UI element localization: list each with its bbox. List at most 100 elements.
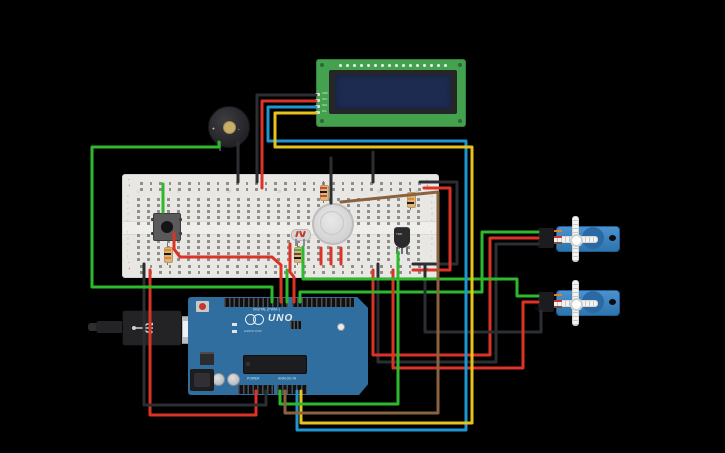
- breadboard-hole[interactable]: [417, 234, 420, 237]
- breadboard-hole[interactable]: [357, 246, 360, 249]
- breadboard-hole[interactable]: [207, 271, 210, 274]
- breadboard-hole[interactable]: [227, 252, 230, 255]
- breadboard-hole[interactable]: [332, 182, 335, 185]
- digital-header-right[interactable]: [292, 298, 354, 307]
- breadboard-hole[interactable]: [367, 216, 370, 219]
- breadboard-hole[interactable]: [303, 188, 306, 191]
- breadboard-hole[interactable]: [277, 234, 280, 237]
- breadboard-hole[interactable]: [418, 265, 421, 268]
- breadboard-hole[interactable]: [377, 210, 380, 213]
- breadboard-hole[interactable]: [277, 198, 280, 201]
- breadboard-hole[interactable]: [167, 198, 170, 201]
- breadboard-hole[interactable]: [207, 210, 210, 213]
- breadboard-hole[interactable]: [177, 252, 180, 255]
- breadboard-hole[interactable]: [247, 258, 250, 261]
- breadboard-hole[interactable]: [264, 188, 268, 191]
- reset-button-cap[interactable]: [199, 303, 206, 310]
- lcd-pin-scl[interactable]: [315, 111, 320, 114]
- breadboard-hole[interactable]: [387, 222, 390, 225]
- lcd-pin-gnd[interactable]: [315, 93, 320, 96]
- breadboard-hole[interactable]: [237, 234, 240, 237]
- breadboard-hole[interactable]: [367, 210, 370, 213]
- breadboard-hole[interactable]: [177, 204, 180, 207]
- breadboard-hole[interactable]: [387, 240, 390, 243]
- breadboard-hole[interactable]: [264, 265, 268, 268]
- breadboard-hole[interactable]: [357, 222, 360, 225]
- breadboard-hole[interactable]: [399, 271, 402, 274]
- breadboard-hole[interactable]: [147, 222, 150, 225]
- servo-motor-1[interactable]: [535, 216, 620, 262]
- breadboard-hole[interactable]: [207, 234, 210, 237]
- breadboard-hole[interactable]: [274, 265, 277, 268]
- breadboard-hole[interactable]: [140, 271, 143, 274]
- breadboard-hole[interactable]: [284, 265, 287, 268]
- lcd-header-pin[interactable]: [409, 64, 412, 67]
- breadboard-hole[interactable]: [137, 252, 140, 255]
- breadboard-hole[interactable]: [380, 265, 383, 268]
- breadboard-hole[interactable]: [307, 246, 310, 249]
- breadboard-hole[interactable]: [197, 234, 200, 237]
- breadboard-hole[interactable]: [367, 240, 370, 243]
- breadboard-hole[interactable]: [303, 265, 306, 268]
- breadboard-hole[interactable]: [297, 222, 300, 225]
- breadboard-hole[interactable]: [237, 216, 240, 219]
- breadboard-hole[interactable]: [357, 198, 360, 201]
- breadboard-hole[interactable]: [159, 271, 162, 274]
- breadboard-hole[interactable]: [367, 198, 370, 201]
- breadboard-hole[interactable]: [284, 182, 287, 185]
- breadboard-hole[interactable]: [297, 204, 300, 207]
- breadboard-hole[interactable]: [341, 182, 345, 185]
- breadboard-hole[interactable]: [408, 265, 412, 268]
- pushbutton-cap[interactable]: [161, 221, 173, 233]
- breadboard-hole[interactable]: [188, 188, 191, 191]
- breadboard-hole[interactable]: [360, 265, 364, 268]
- breadboard-hole[interactable]: [408, 182, 412, 185]
- breadboard-hole[interactable]: [417, 210, 420, 213]
- breadboard-hole[interactable]: [287, 234, 290, 237]
- breadboard-hole[interactable]: [137, 210, 140, 213]
- breadboard-hole[interactable]: [389, 271, 393, 274]
- breadboard-hole[interactable]: [327, 258, 330, 261]
- breadboard-hole[interactable]: [255, 271, 258, 274]
- breadboard-hole[interactable]: [277, 210, 280, 213]
- breadboard-hole[interactable]: [227, 198, 230, 201]
- resistor[interactable]: [164, 243, 173, 265]
- breadboard-hole[interactable]: [307, 216, 310, 219]
- breadboard-hole[interactable]: [267, 210, 270, 213]
- breadboard-hole[interactable]: [237, 204, 240, 207]
- wire-lcd-gnd[interactable]: [255, 93, 318, 184]
- breadboard-hole[interactable]: [237, 258, 240, 261]
- breadboard-hole[interactable]: [197, 252, 200, 255]
- breadboard-hole[interactable]: [237, 240, 240, 243]
- breadboard-hole[interactable]: [347, 204, 350, 207]
- lcd-header-pin[interactable]: [339, 64, 342, 67]
- breadboard-hole[interactable]: [227, 240, 230, 243]
- breadboard-hole[interactable]: [207, 188, 210, 191]
- breadboard-hole[interactable]: [284, 188, 287, 191]
- breadboard-hole[interactable]: [255, 182, 258, 185]
- lcd-header-pin[interactable]: [367, 64, 370, 67]
- breadboard-hole[interactable]: [387, 246, 390, 249]
- breadboard-hole[interactable]: [207, 258, 210, 261]
- breadboard-hole[interactable]: [247, 246, 250, 249]
- lcd-header-pin[interactable]: [423, 64, 426, 67]
- breadboard-hole[interactable]: [277, 204, 280, 207]
- breadboard-hole[interactable]: [197, 246, 200, 249]
- breadboard-hole[interactable]: [399, 182, 402, 185]
- breadboard-hole[interactable]: [277, 222, 280, 225]
- breadboard-hole[interactable]: [217, 204, 220, 207]
- breadboard-hole[interactable]: [217, 240, 220, 243]
- breadboard-hole[interactable]: [147, 198, 150, 201]
- breadboard-hole[interactable]: [245, 265, 249, 268]
- lcd-header-pin[interactable]: [444, 64, 447, 67]
- breadboard-hole[interactable]: [351, 182, 354, 185]
- icsp-header[interactable]: [290, 321, 301, 329]
- breadboard-hole[interactable]: [157, 252, 160, 255]
- breadboard-hole[interactable]: [137, 216, 140, 219]
- breadboard-hole[interactable]: [287, 222, 290, 225]
- breadboard-hole[interactable]: [277, 258, 280, 261]
- breadboard-hole[interactable]: [264, 182, 268, 185]
- breadboard-hole[interactable]: [417, 252, 420, 255]
- breadboard-hole[interactable]: [267, 252, 270, 255]
